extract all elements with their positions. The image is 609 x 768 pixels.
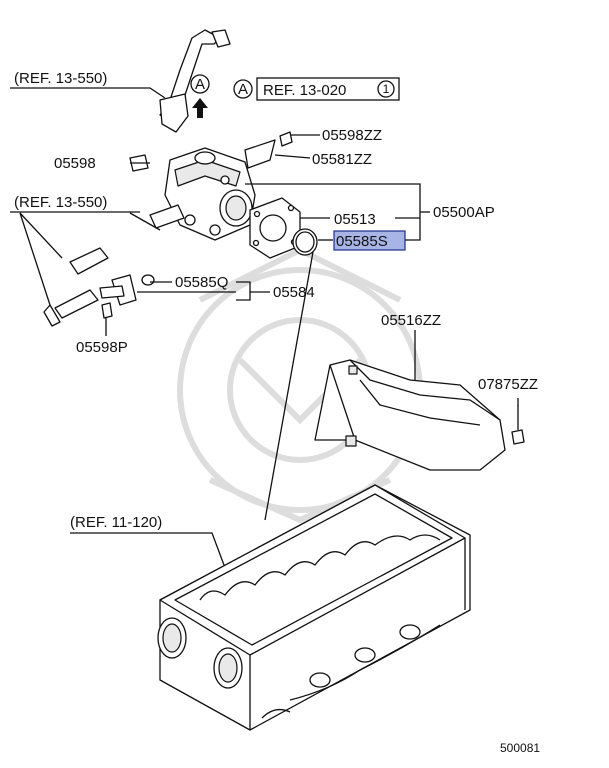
part-07875ZZ[interactable]: 07875ZZ	[478, 376, 538, 393]
ref-13-550-label-mid[interactable]: (REF. 13-550)	[14, 194, 107, 211]
part-05516ZZ[interactable]: 05516ZZ	[381, 312, 441, 329]
ref-13-550-label-top[interactable]: (REF. 13-550)	[14, 70, 107, 87]
ref-13-020-index: 1	[383, 82, 390, 96]
arrow-up-icon	[192, 98, 208, 118]
upper-hose-drawing	[159, 29, 231, 133]
ref-13-020-label[interactable]: REF. 13-020	[263, 82, 346, 99]
timing-cover-drawing	[314, 359, 506, 471]
gasket-drawing	[249, 197, 301, 259]
part-05598[interactable]: 05598	[54, 155, 96, 172]
valve-body-drawing	[149, 147, 256, 241]
part-05513[interactable]: 05513	[334, 211, 376, 228]
ref-13-020-marker: A	[238, 81, 248, 98]
bolt-drawing	[511, 405, 525, 445]
cylinder-head-drawing	[157, 484, 471, 731]
marker-a-circle	[190, 74, 210, 94]
part-05585Q[interactable]: 05585Q	[175, 274, 228, 291]
ref-11-120-label[interactable]: (REF. 11-120)	[70, 514, 162, 531]
o-ring-drawing	[292, 228, 318, 256]
part-05598P[interactable]: 05598P	[76, 339, 128, 356]
ref-13-020-box	[256, 77, 400, 101]
part-05585S-highlight	[333, 230, 406, 251]
part-05584[interactable]: 05584	[273, 284, 315, 301]
ref-13-020-index-circle	[377, 80, 395, 98]
marker-a: A	[195, 76, 205, 93]
part-05581ZZ[interactable]: 05581ZZ	[312, 151, 372, 168]
part-05598ZZ[interactable]: 05598ZZ	[322, 127, 382, 144]
figure-number: 500081	[500, 741, 540, 755]
part-05500AP[interactable]: 05500AP	[433, 204, 495, 221]
lower-hoses-drawing	[43, 131, 293, 327]
ref-13-020-marker-circle	[233, 79, 253, 99]
part-05585S[interactable]: 05585S	[336, 233, 388, 250]
